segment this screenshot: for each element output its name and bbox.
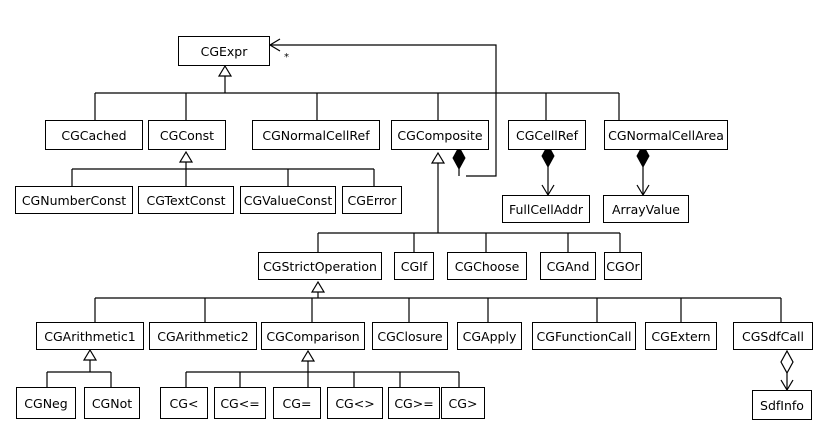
- multiplicity-star: *: [284, 52, 289, 63]
- class-cgeq: CG=: [273, 387, 321, 419]
- generalization-cgcomposite: [317, 151, 621, 252]
- inheritance-arrow-cgexpr: [217, 64, 233, 77]
- class-cgclosure: CGClosure: [372, 322, 448, 350]
- class-cgcellref: CGCellRef: [508, 120, 586, 150]
- class-cgextern: CGExtern: [645, 322, 717, 350]
- class-cgchoose: CGChoose: [447, 252, 527, 280]
- class-cgfunctioncall: CGFunctionCall: [532, 322, 636, 350]
- class-sdfinfo: SdfInfo: [752, 390, 812, 420]
- generalization-cgconst: [71, 150, 375, 186]
- generalization-cgcomparison: [185, 349, 460, 387]
- class-cgor: CGOr: [604, 252, 642, 280]
- class-cgcomparison: CGComparison: [261, 322, 365, 350]
- class-arrayvalue: ArrayValue: [603, 195, 689, 223]
- inheritance-arrow-cgarithmetic1: [82, 348, 98, 361]
- class-cgvalueconst: CGValueConst: [240, 186, 336, 214]
- class-cgnormalcellarea: CGNormalCellArea: [604, 120, 728, 150]
- class-cgand: CGAnd: [540, 252, 596, 280]
- class-cglt: CG<: [160, 387, 208, 419]
- composition-cgcellref-fullcelladdr: [541, 143, 555, 197]
- aggregation-cgcomposite-cgexpr: [268, 38, 497, 177]
- class-cgapply: CGApply: [457, 322, 522, 350]
- class-cgge: CG>=: [388, 387, 440, 419]
- generalization-cgstrictoperation: [94, 280, 782, 322]
- class-cgle: CG<=: [214, 387, 266, 419]
- generalization-cgexpr: [94, 64, 620, 120]
- class-cgcached: CGCached: [45, 120, 143, 150]
- class-cgif: CGIf: [394, 252, 434, 280]
- class-cgneg: CGNeg: [16, 387, 76, 419]
- generalization-cgarithmetic1: [46, 348, 112, 387]
- class-cggt: CG>: [441, 387, 485, 419]
- class-cgsdfcall: CGSdfCall: [733, 322, 813, 350]
- class-cgerror: CGError: [342, 186, 402, 214]
- aggregation-cgsdfcall-sdfinfo: [780, 349, 794, 392]
- class-cgstrictoperation: CGStrictOperation: [258, 252, 382, 280]
- composition-cgnormalcellarea-arrayvalue: [636, 143, 650, 197]
- composition-diamond-cgcomposite: [452, 145, 466, 171]
- class-cgarithmetic1: CGArithmetic1: [36, 322, 144, 350]
- inheritance-arrow-cgstrictoperation: [310, 280, 326, 293]
- class-cgne: CG<>: [327, 387, 383, 419]
- class-cgnot: CGNot: [84, 387, 140, 419]
- inheritance-arrow-cgcomparison: [300, 349, 316, 362]
- class-cgnumberconst: CGNumberConst: [15, 186, 133, 214]
- aggregation-diamond-cgsdfcall: [780, 349, 794, 375]
- class-cgarithmetic2: CGArithmetic2: [149, 322, 257, 350]
- class-cgexpr: CGExpr: [178, 36, 270, 66]
- class-cgconst: CGConst: [148, 120, 226, 150]
- class-fullcelladdr: FullCellAddr: [502, 195, 590, 223]
- inheritance-arrow-cgcomposite: [430, 151, 446, 164]
- class-cgnormalcellref: CGNormalCellRef: [252, 120, 380, 150]
- class-cgtextconst: CGTextConst: [138, 186, 234, 214]
- class-cgcomposite: CGComposite: [391, 120, 489, 150]
- inheritance-arrow-cgconst: [178, 150, 194, 163]
